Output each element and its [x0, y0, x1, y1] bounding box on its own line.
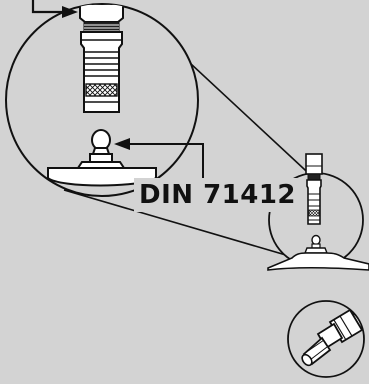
hose-connector [287, 300, 365, 378]
coupler-knurled-grip [85, 83, 118, 97]
grease-nipple [76, 129, 126, 169]
coupler-leader-line [31, 0, 78, 18]
coupler-body [80, 31, 123, 113]
din-standard-label: DIN 71412 [134, 178, 302, 212]
magnified-view-circle [5, 3, 199, 197]
label-leader-line [114, 138, 204, 186]
coupler-hex-nut [79, 4, 124, 23]
overview-base-plate [267, 252, 369, 271]
